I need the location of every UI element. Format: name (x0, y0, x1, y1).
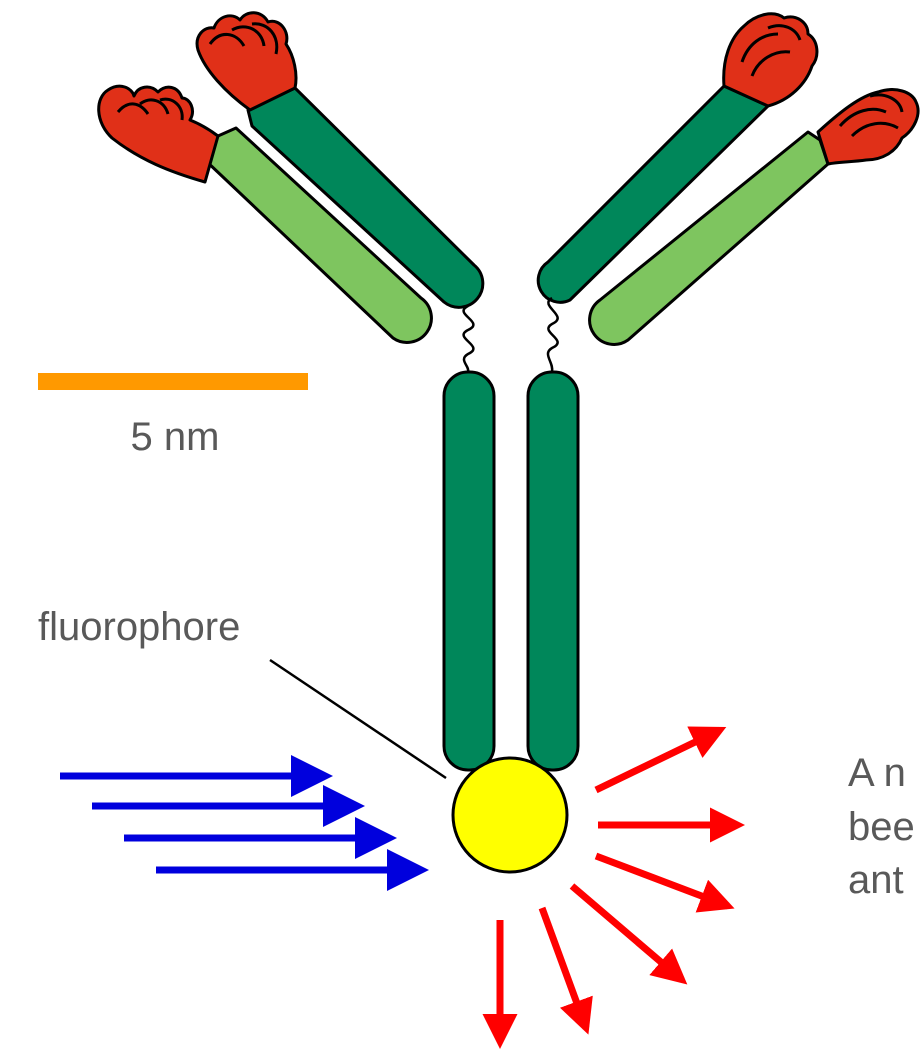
right-arm (538, 14, 918, 345)
left-hinge (464, 306, 474, 372)
scale-bar (38, 373, 308, 390)
right-fc-chain (528, 372, 578, 770)
scale-bar-label: 5 nm (131, 415, 220, 459)
emission-arrow (596, 856, 728, 906)
left-fc-chain (444, 372, 494, 770)
fluorophore (453, 758, 567, 872)
emission-arrow (542, 908, 586, 1028)
excitation-arrows (60, 776, 422, 870)
caption-line-1: A n (848, 751, 906, 795)
fluorophore-leader-line (270, 660, 446, 778)
right-hinge (548, 298, 558, 372)
emission-arrow (572, 886, 682, 980)
left-arm (99, 13, 483, 343)
fluorophore-label: fluorophore (38, 605, 240, 649)
caption-line-3: ant (848, 858, 904, 902)
caption-line-2: bee (848, 805, 915, 849)
emission-arrow (596, 730, 720, 790)
